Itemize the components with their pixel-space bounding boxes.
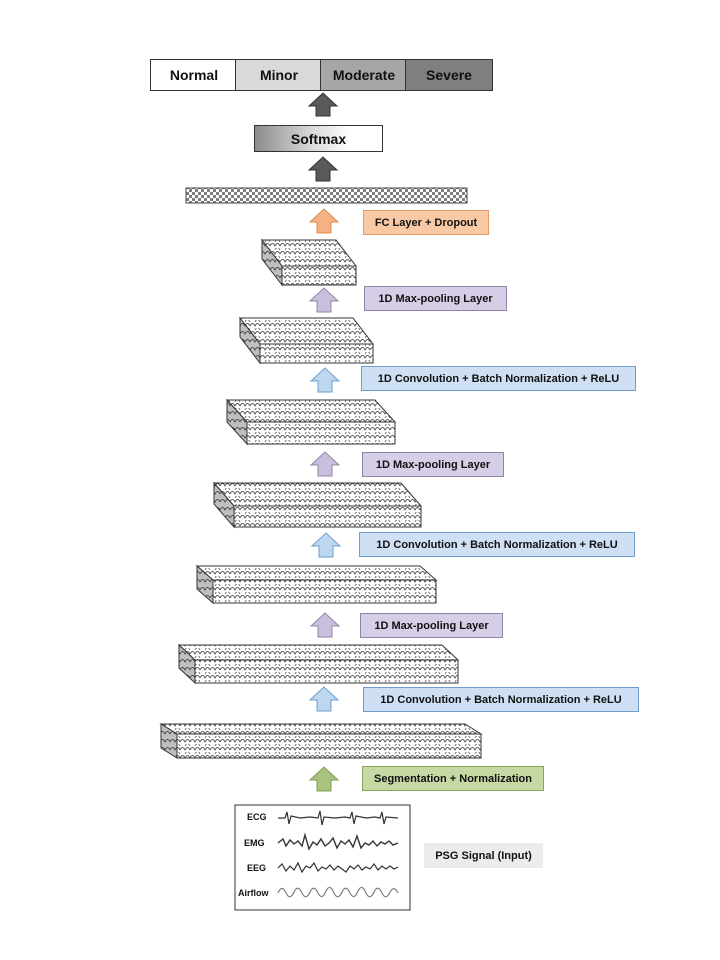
fc-layer-bar [185,187,468,204]
label-maxpool-1: 1D Max-pooling Layer [360,613,503,638]
arrow-pool-3-icon [308,287,340,313]
feature-map-pool-3 [260,238,358,287]
class-minor: Minor [235,59,323,91]
arrow-seg-icon [308,766,340,792]
ecg-waveform [278,810,399,826]
label-conv-1: 1D Convolution + Batch Normalization + R… [363,687,639,712]
arrow-to-softmax-icon [307,156,339,182]
softmax-label: Softmax [290,130,347,147]
signal-label-ecg: ECG [247,812,267,822]
airflow-waveform [277,886,399,898]
signal-label-airflow: Airflow [238,888,269,898]
signal-label-emg: EMG [244,838,265,848]
label-psg-input: PSG Signal (Input) [424,843,543,868]
softmax-box: Softmax [254,125,383,152]
arrow-to-classes-icon [307,92,339,117]
label-conv-2: 1D Convolution + Batch Normalization + R… [359,532,635,557]
arrow-pool-2-icon [309,451,341,477]
arrow-pool-1-icon [309,612,341,638]
label-fc-layer: FC Layer + Dropout [363,210,489,235]
feature-map-conv-3 [238,316,375,365]
label-segmentation: Segmentation + Normalization [362,766,544,791]
feature-map-conv-2 [212,481,423,529]
arrow-conv-1-icon [308,686,340,712]
feature-map-conv-1 [177,643,460,685]
class-severe: Severe [405,59,493,91]
arrow-fc-icon [308,208,340,234]
label-conv-3: 1D Convolution + Batch Normalization + R… [361,366,636,391]
arrow-conv-3-icon [309,367,341,393]
class-moderate: Moderate [320,59,408,91]
label-maxpool-2: 1D Max-pooling Layer [362,452,504,477]
class-normal: Normal [150,59,238,91]
eeg-waveform [277,861,399,874]
feature-map-input [159,723,483,759]
emg-waveform [277,832,399,851]
feature-map-pool-1 [195,564,438,605]
feature-map-pool-2 [225,398,397,446]
arrow-conv-2-icon [310,532,342,558]
signal-label-eeg: EEG [247,863,266,873]
label-maxpool-3: 1D Max-pooling Layer [364,286,507,311]
